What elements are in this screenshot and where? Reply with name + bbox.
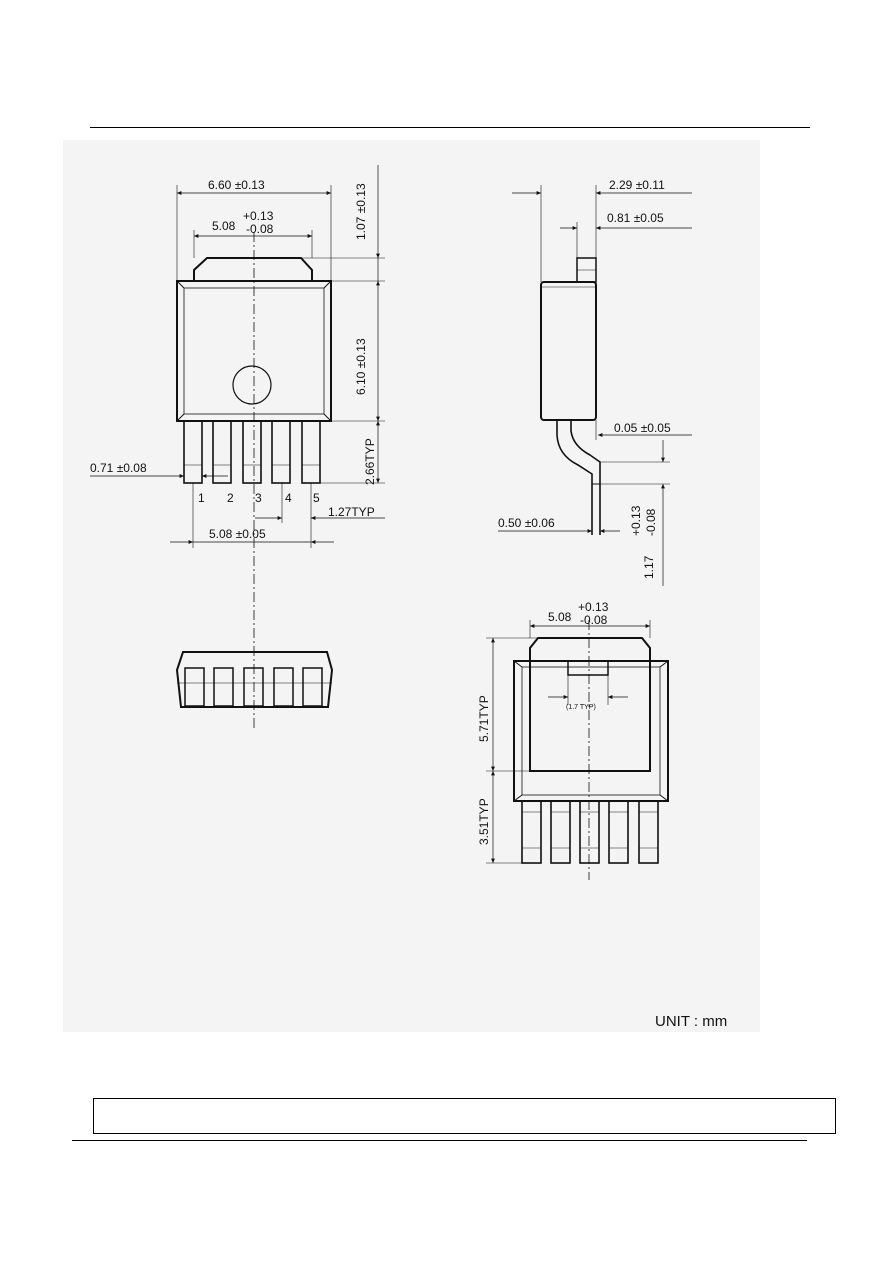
bottom-mark-width-dim: (1.7 TYP) [566,704,596,711]
side-standoff-dim: 0.05 ±0.05 [614,421,671,435]
footer-box [93,1098,836,1134]
side-tab-thickness-dim: 0.81 ±0.05 [607,211,664,225]
side-lead-thickness-dim: 0.50 ±0.06 [498,516,555,530]
top-rule [90,127,810,128]
bottom-tab-width-plus: +0.13 [578,600,609,614]
side-view [498,185,692,586]
end-view [175,651,334,708]
unit-label: UNIT : mm [655,1013,728,1030]
bottom-view [486,620,669,880]
bottom-rule [72,1140,807,1141]
front-lead-span-dim: 5.08 ±0.05 [209,527,266,541]
bottom-view-labels: 5.08 +0.13 -0.08 5.71TYP 3.51TYP (1.7 TY… [477,600,609,845]
front-view [90,165,385,730]
pin-label-4: 4 [285,491,292,505]
pin-label-3: 3 [255,491,262,505]
front-body-height-dim: 6.10 ±0.13 [354,338,368,395]
bottom-tab-width-dim: 5.08 [548,610,572,624]
side-lead-bend-minus: -0.08 [644,508,658,536]
side-lead-bend-plus: +0.13 [629,505,643,536]
front-lead-length-dim: 2.66TYP [363,438,377,485]
front-tab-width-dim: 5.08 [212,219,236,233]
front-pitch-dim: 1.27TYP [328,505,375,519]
bottom-lead-length-dim: 3.51TYP [477,798,491,845]
pin-label-5: 5 [313,491,320,505]
pin-label-1: 1 [198,491,205,505]
side-lead-bend-base: 1.17 [642,555,656,579]
front-width-dim: 6.60 ±0.13 [208,178,265,192]
bottom-tab-length-dim: 5.71TYP [477,695,491,742]
front-view-labels: 6.60 ±0.13 5.08 +0.13 -0.08 1.07 ±0.13 6… [90,178,377,541]
side-view-labels: 2.29 ±0.11 0.81 ±0.05 0.05 ±0.05 0.50 ±0… [498,178,671,579]
drawing-background [63,140,760,1032]
front-tab-width-plus: +0.13 [243,209,274,223]
pin-label-2: 2 [227,491,234,505]
front-lead-width-dim: 0.71 ±0.08 [90,461,147,475]
front-tab-width-minus: -0.08 [246,222,274,236]
side-thickness-dim: 2.29 ±0.11 [609,178,665,192]
front-tab-height-dim: 1.07 ±0.13 [354,183,368,240]
bottom-tab-width-minus: -0.08 [580,613,608,627]
